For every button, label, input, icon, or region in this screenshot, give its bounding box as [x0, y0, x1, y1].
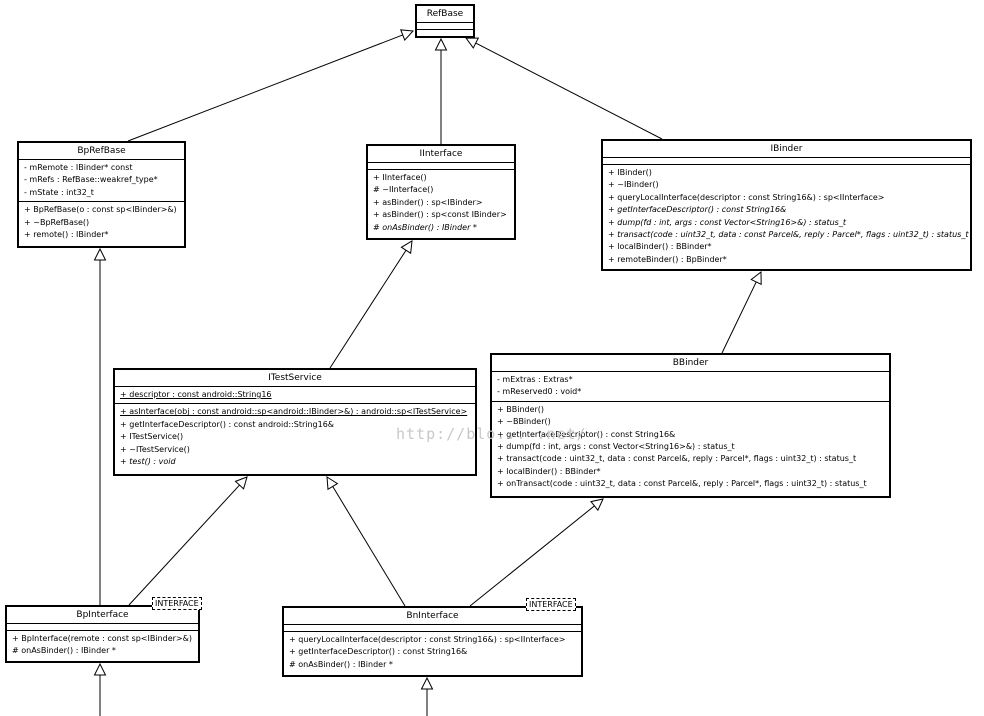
generalization-arrowhead	[434, 37, 448, 51]
attribute-compartment	[603, 158, 970, 165]
class-operation: + getInterfaceDescriptor() : const Strin…	[608, 205, 787, 215]
class-operation: # onAsBinder() : IBinder *	[12, 646, 116, 656]
class-operation: # onAsBinder() : IBinder *	[289, 659, 393, 669]
generalization-arrowhead	[93, 247, 107, 261]
generalization-line	[475, 42, 663, 140]
class-operation: + queryLocalInterface(descriptor : const…	[289, 635, 566, 644]
generalization-arrowhead	[93, 662, 107, 676]
class-operation: + BpRefBase(o : const sp<IBinder>&)	[24, 205, 177, 215]
operation-compartment	[417, 30, 473, 36]
generalization-arrowhead	[234, 476, 248, 490]
generalization-line	[469, 505, 595, 607]
generalization-arrowhead	[465, 37, 480, 49]
class-operation: + test() : void	[120, 457, 176, 467]
class-attribute: - mRefs : RefBase::weakref_type*	[24, 175, 158, 185]
class-operation: + ITestService()	[120, 432, 184, 442]
class-name: BnInterface	[284, 608, 581, 625]
class-operation: + BpInterface(remote : const sp<IBinder>…	[12, 634, 192, 643]
class-operation: + ~ITestService()	[120, 444, 190, 454]
class-operation: + asBinder() : sp<IBinder>	[373, 197, 483, 207]
generalization-arrowhead	[420, 676, 434, 690]
class-operation: + transact(code : uint32_t, data : const…	[608, 230, 969, 240]
class-name: RefBase	[417, 6, 473, 23]
class-operation: + asInterface(obj : const android::sp<an…	[120, 407, 468, 417]
watermark: http://blo... .net/	[396, 425, 587, 443]
class-operation: + onTransact(code : uint32_t, data : con…	[497, 479, 867, 489]
class-operation: + getInterfaceDescriptor() : const Strin…	[497, 429, 676, 439]
attribute-compartment	[417, 23, 473, 30]
class-iinterface[interactable]: IInterface+ IInterface()# ~IInterface()+…	[366, 144, 516, 240]
class-operation: + IBinder()	[608, 168, 652, 177]
generalization-line	[721, 281, 757, 354]
operation-compartment: + IBinder() + ~IBinder() + queryLocalInter…	[603, 165, 970, 268]
attribute-compartment: - mExtras : Extras* - mReserved0 : void*	[492, 372, 889, 402]
class-operation: + ~BpRefBase()	[24, 217, 90, 227]
operation-compartment: + BpRefBase(o : const sp<IBinder>&) + ~Bp…	[19, 202, 184, 243]
class-operation: + localBinder() : BBinder*	[497, 466, 601, 476]
class-operation: + getInterfaceDescriptor() : const andro…	[120, 419, 335, 429]
class-operation: + dump(fd : int, args : const Vector<Str…	[608, 217, 846, 227]
operation-compartment: + queryLocalInterface(descriptor : const…	[284, 632, 581, 673]
class-operation: + ~BBinder()	[497, 417, 551, 427]
class-operation: + remote() : IBinder*	[24, 230, 109, 240]
generalization-line	[332, 486, 406, 607]
class-name: IInterface	[368, 146, 514, 163]
class-operation: + localBinder() : BBinder*	[608, 242, 712, 252]
generalization-arrowhead	[590, 498, 604, 512]
attribute-compartment	[7, 624, 198, 631]
operation-compartment: + asInterface(obj : const android::sp<an…	[115, 404, 475, 470]
class-operation: + getInterfaceDescriptor() : const Strin…	[289, 647, 468, 657]
operation-compartment: + BpInterface(remote : const sp<IBinder>…	[7, 631, 198, 660]
class-name: BpRefBase	[19, 143, 184, 160]
attribute-compartment: + descriptor : const android::String16	[115, 387, 475, 405]
class-attribute: - mExtras : Extras*	[497, 375, 573, 384]
class-bninterface[interactable]: BnInterface + queryLocalInterface(descrip…	[282, 606, 583, 677]
class-operation: + IInterface()	[373, 173, 427, 182]
class-operation: + remoteBinder() : BpBinder*	[608, 254, 727, 264]
class-operation: + asBinder() : sp<const IBinder>	[373, 210, 507, 220]
class-operation: # onAsBinder() : IBinder *	[373, 222, 477, 232]
stereotype-label: INTERFACE	[526, 598, 576, 611]
attribute-compartment	[284, 625, 581, 632]
class-name: IBinder	[603, 141, 970, 158]
class-name: BpInterface	[7, 607, 198, 624]
generalization-line	[127, 34, 403, 142]
operation-compartment: + IInterface() # ~IInterface() + asBinder(…	[368, 170, 514, 236]
class-operation: + BBinder()	[497, 404, 545, 414]
class-attribute: - mState : int32_t	[24, 187, 94, 197]
class-name: ITestService	[115, 370, 475, 387]
generalization-arrowhead	[400, 240, 413, 255]
class-operation: + queryLocalInterface(descriptor : const…	[608, 192, 885, 202]
class-attribute: - mReserved0 : void*	[497, 387, 582, 397]
class-attribute: - mRemote : IBinder* const	[24, 163, 133, 172]
class-bpinterface[interactable]: BpInterface + BpInterface(remote : const …	[5, 605, 200, 663]
attribute-compartment: - mRemote : IBinder* const - mRefs : RefB…	[19, 160, 184, 203]
class-refbase[interactable]: RefBase	[415, 4, 475, 38]
class-attribute: + descriptor : const android::String16	[120, 390, 272, 399]
class-operation: + ~IBinder()	[608, 180, 659, 190]
stereotype-label: INTERFACE	[152, 597, 202, 610]
generalization-arrowhead	[750, 270, 762, 286]
class-ibinder[interactable]: IBinder + IBinder() + ~IBinder() + queryLoc…	[601, 139, 972, 271]
class-operation: + transact(code : uint32_t, data : const…	[497, 454, 857, 464]
generalization-arrowhead	[399, 29, 415, 42]
class-operation: + dump(fd : int, args : const Vector<Str…	[497, 442, 735, 452]
generalization-line	[128, 484, 240, 606]
class-bbinder[interactable]: BBinder - mExtras : Extras* - mReserved0 :…	[490, 353, 891, 498]
class-operation: # ~IInterface()	[373, 185, 434, 195]
class-name: BBinder	[492, 355, 889, 372]
class-bprefbase[interactable]: BpRefBase- mRemote : IBinder* const- mRe…	[17, 141, 186, 248]
operation-compartment: + BBinder() + ~BBinder() + getInterfaceDes…	[492, 402, 889, 493]
class-itestservice[interactable]: ITestService + descriptor : const android…	[113, 368, 477, 476]
generalization-arrowhead	[326, 476, 339, 491]
generalization-line	[329, 249, 407, 369]
attribute-compartment	[368, 163, 514, 170]
